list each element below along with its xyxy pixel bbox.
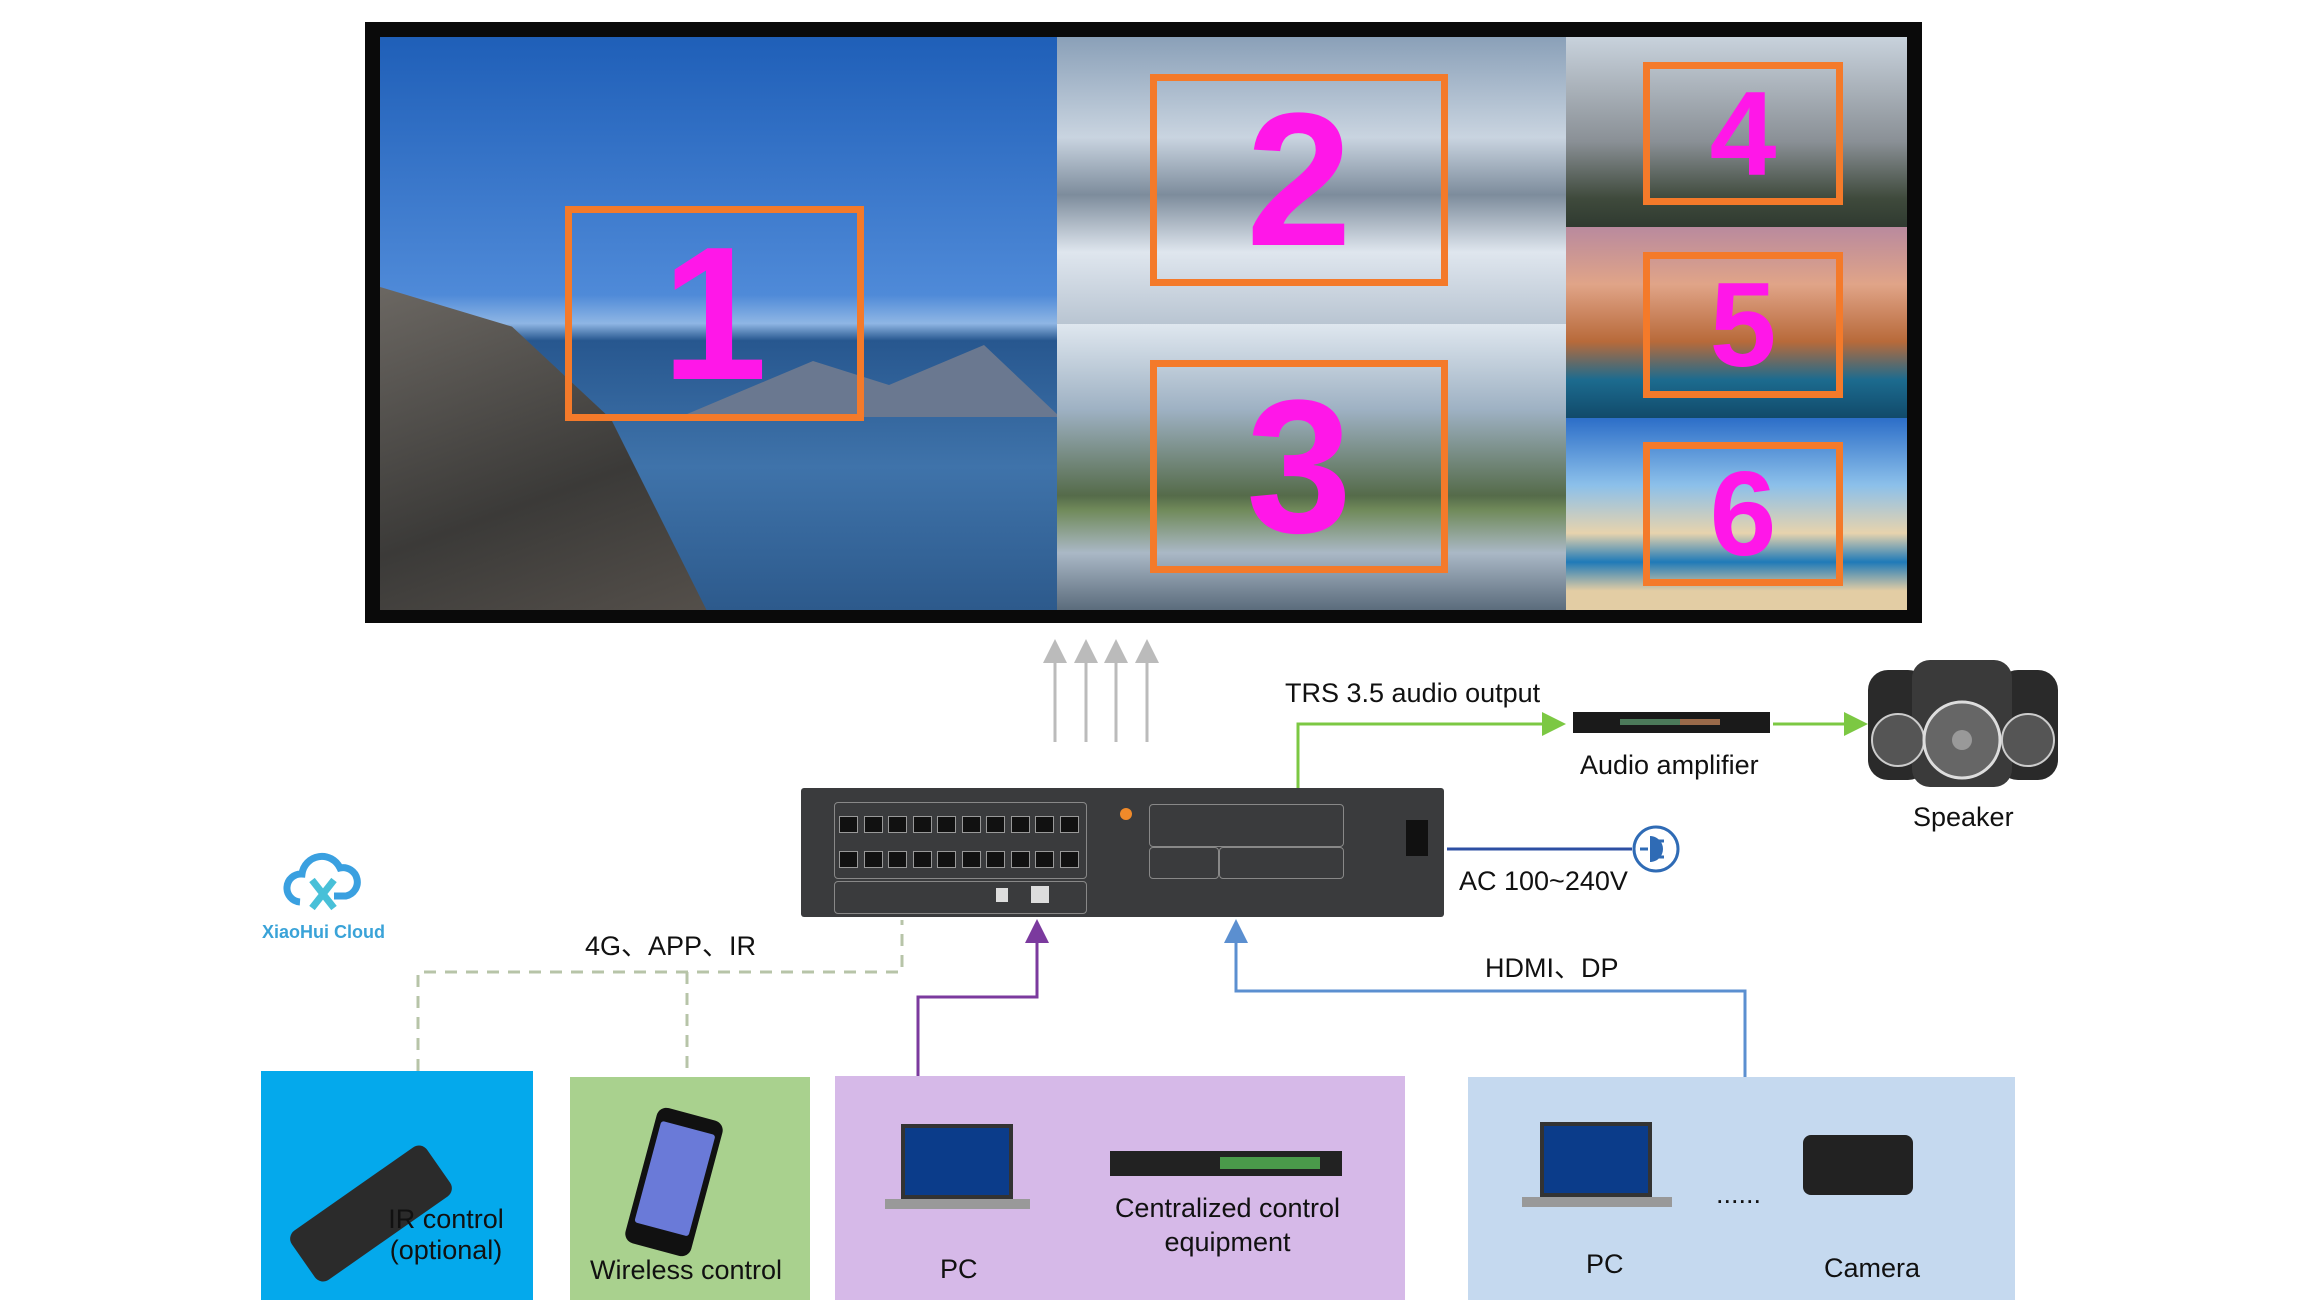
window-3-marker: 3 xyxy=(1150,360,1448,573)
video-pc-label: PC xyxy=(1586,1249,1624,1279)
window-6-marker: 6 xyxy=(1643,442,1843,586)
video-sources-box: PC ...... Camera xyxy=(1468,1077,2015,1300)
rj45-port xyxy=(888,851,907,868)
output-arrows xyxy=(1043,639,1159,742)
window-number: 4 xyxy=(1709,66,1777,201)
window-5-marker: 5 xyxy=(1643,252,1843,398)
speaker-image xyxy=(1868,660,2058,787)
rj45-port xyxy=(912,816,932,833)
window-4-marker: 4 xyxy=(1643,62,1843,205)
rj45-port xyxy=(961,851,981,868)
window-2-marker: 2 xyxy=(1150,74,1448,286)
audio-amplifier-label: Audio amplifier xyxy=(1580,750,1759,780)
laptop-icon xyxy=(901,1124,1013,1199)
usb-port xyxy=(996,888,1008,902)
ir-control-label: IR control(optional) xyxy=(388,1204,504,1265)
laptop-base xyxy=(885,1199,1030,1209)
rj45-port xyxy=(1059,851,1079,868)
speaker-label: Speaker xyxy=(1913,802,2014,832)
rj45-port xyxy=(839,816,858,833)
window-number: 5 xyxy=(1709,258,1777,392)
audio-section xyxy=(1219,847,1344,879)
wifi-antenna-port xyxy=(1120,808,1132,820)
control-line xyxy=(916,919,1049,1076)
window-number: 6 xyxy=(1709,447,1777,581)
window-number: 1 xyxy=(661,207,768,420)
rj45-port xyxy=(1059,816,1079,833)
trs-audio-label: TRS 3.5 audio output xyxy=(1285,678,1541,708)
rj45-port xyxy=(1010,816,1030,833)
smartphone-icon xyxy=(623,1105,725,1259)
logo-text: XiaoHui Cloud xyxy=(262,922,385,942)
rj45-port xyxy=(1035,851,1054,868)
wireless-control-box: Wireless control xyxy=(570,1077,810,1300)
rj45-port xyxy=(986,851,1005,868)
rj45-port xyxy=(937,851,956,868)
window-2 xyxy=(1057,37,1566,324)
8k-input-section xyxy=(1149,847,1219,879)
ac-power-socket xyxy=(1406,820,1428,856)
wireless-links-label: 4G、APP、IR xyxy=(585,931,757,961)
window-number: 2 xyxy=(1246,74,1352,286)
laptop-icon xyxy=(1540,1122,1652,1197)
wireless-control-label: Wireless control xyxy=(590,1255,783,1285)
camera-icon xyxy=(1803,1135,1913,1195)
window-3 xyxy=(1057,324,1566,610)
rj45-port xyxy=(839,851,858,868)
ac-power-label: AC 100~240V xyxy=(1459,866,1628,896)
central-control-device-icon xyxy=(1110,1151,1342,1176)
laptop-base xyxy=(1522,1197,1672,1207)
rj45-port xyxy=(863,816,883,833)
window-6 xyxy=(1566,418,1907,610)
window-1-marker: 1 xyxy=(565,206,864,421)
rj45-port xyxy=(912,851,932,868)
rj45-port xyxy=(986,816,1005,833)
power-plug-icon xyxy=(1632,825,1680,873)
rj45-port xyxy=(961,816,981,833)
pc-label: PC xyxy=(940,1254,978,1284)
video-line xyxy=(1224,919,1747,1077)
output-ports xyxy=(834,802,1087,879)
window-1 xyxy=(380,37,1057,610)
xiaohui-cloud-logo xyxy=(283,852,361,911)
audio-amplifier-image xyxy=(1573,712,1770,733)
rj45-port xyxy=(937,816,956,833)
ctrl-ports xyxy=(834,881,1087,914)
rj45-port xyxy=(888,816,907,833)
wireless-dashed-lines xyxy=(416,920,904,1077)
rj45-port xyxy=(863,851,883,868)
rj45-port xyxy=(1035,816,1054,833)
camera-label: Camera xyxy=(1824,1253,1921,1283)
ellipsis: ...... xyxy=(1716,1179,1762,1209)
hdmi-dp-label: HDMI、DP xyxy=(1485,953,1619,983)
rj45-port xyxy=(1010,851,1030,868)
ir-control-box: IR control(optional) xyxy=(261,1071,533,1300)
4k-input-section xyxy=(1149,804,1344,847)
rs232-port xyxy=(1031,886,1049,903)
video-processor-device xyxy=(801,788,1444,917)
window-number: 3 xyxy=(1246,360,1352,573)
